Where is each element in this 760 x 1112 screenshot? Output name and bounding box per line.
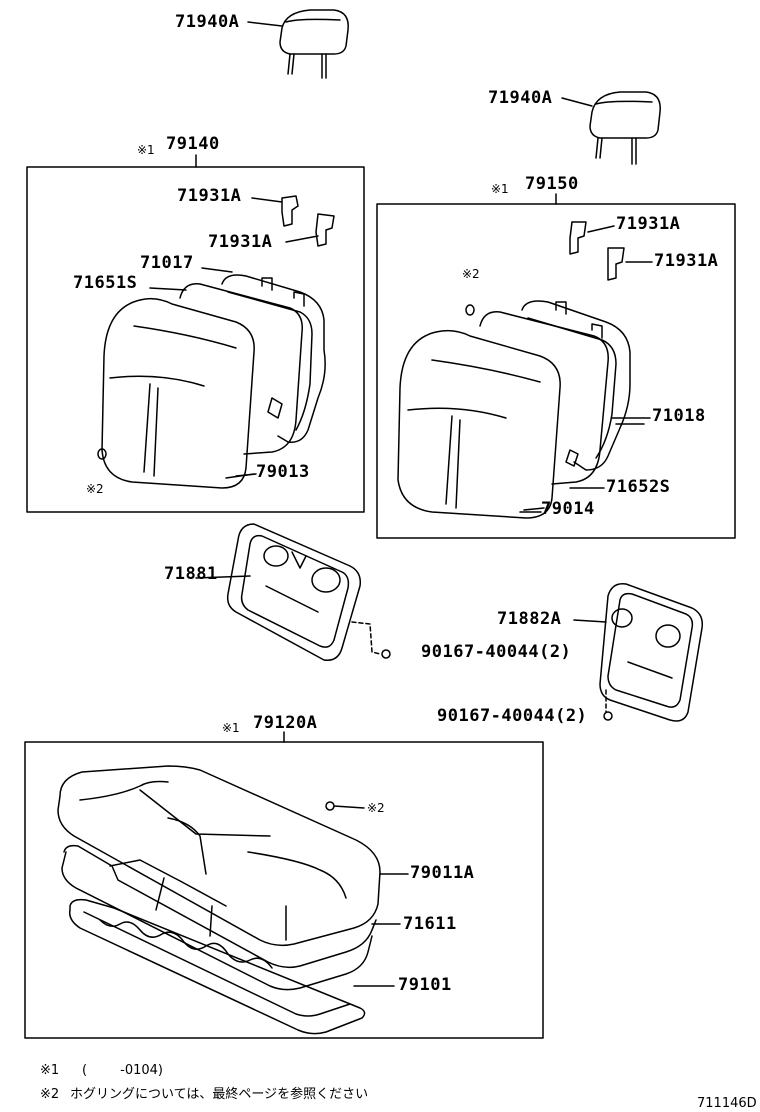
label-support-r2: 71931A	[654, 251, 719, 271]
label-screw-1: 90167-40044(2)	[421, 642, 572, 662]
mark-group-right: ※1	[491, 182, 509, 196]
headrest-left-drawing	[247, 9, 349, 79]
label-screw-2: 90167-40044(2)	[437, 706, 588, 726]
frame-left-drawing	[201, 267, 326, 443]
label-panel-l: 71881	[164, 564, 218, 584]
label-cushion-frame: 79101	[398, 975, 452, 995]
hog-ring-left	[97, 448, 107, 460]
label-frame-r: 71018	[652, 406, 706, 426]
mark-hog-r: ※2	[462, 267, 480, 281]
note-2-mark: ※2	[40, 1087, 60, 1102]
support-left-drawing	[251, 195, 335, 247]
note-2-text: ホグリングについては、最終ページを参照ください	[70, 1087, 369, 1102]
label-headrest-right: 71940A	[488, 88, 553, 108]
frame-right-drawing	[521, 300, 645, 471]
label-cushion-cover: 79011A	[410, 863, 475, 883]
headrest-right-drawing	[561, 91, 661, 165]
label-cover-l: 79013	[256, 462, 310, 482]
group-box-bottom	[24, 741, 544, 1039]
cushion-pad-drawing	[61, 844, 401, 991]
screw-2-drawing	[603, 711, 613, 721]
label-cushion-pad: 71611	[403, 914, 457, 934]
mark-hog-b: ※2	[367, 801, 385, 815]
mark-group-left: ※1	[137, 143, 155, 157]
group-box-left	[26, 166, 365, 513]
label-spring-r: 71652S	[606, 477, 671, 497]
screw-1-drawing	[381, 649, 391, 659]
label-group-bottom: 79120A	[253, 713, 318, 733]
label-group-left: 79140	[166, 134, 220, 154]
cover-right-drawing	[397, 329, 605, 519]
label-frame-l: 71017	[140, 253, 194, 273]
reference-code: 711146D	[697, 1096, 757, 1111]
label-panel-r: 71882A	[497, 609, 562, 629]
hog-ring-right	[465, 304, 475, 316]
label-spring-l: 71651S	[73, 273, 138, 293]
label-group-right: 79150	[525, 174, 579, 194]
support-right-drawing	[569, 221, 653, 281]
pad-right-drawing	[479, 311, 609, 485]
mark-hog-l: ※2	[86, 482, 104, 496]
panel-left-drawing	[195, 523, 381, 661]
cushion-cover-drawing	[57, 765, 381, 947]
note-1-mark: ※1	[40, 1063, 60, 1078]
label-headrest-left: 71940A	[175, 12, 240, 32]
pad-left-drawing	[179, 283, 303, 455]
mark-group-bottom: ※1	[222, 721, 240, 735]
label-cover-r: 79014	[541, 499, 595, 519]
panel-right-drawing	[573, 583, 704, 722]
label-support-r1: 71931A	[616, 214, 681, 234]
label-support-l2: 71931A	[208, 232, 273, 252]
cover-left-drawing	[101, 297, 255, 489]
hog-ring-bottom	[325, 801, 335, 811]
cushion-frame-drawing	[68, 898, 395, 1035]
note-1-text: ( -0104)	[82, 1063, 163, 1078]
label-support-l1: 71931A	[177, 186, 242, 206]
